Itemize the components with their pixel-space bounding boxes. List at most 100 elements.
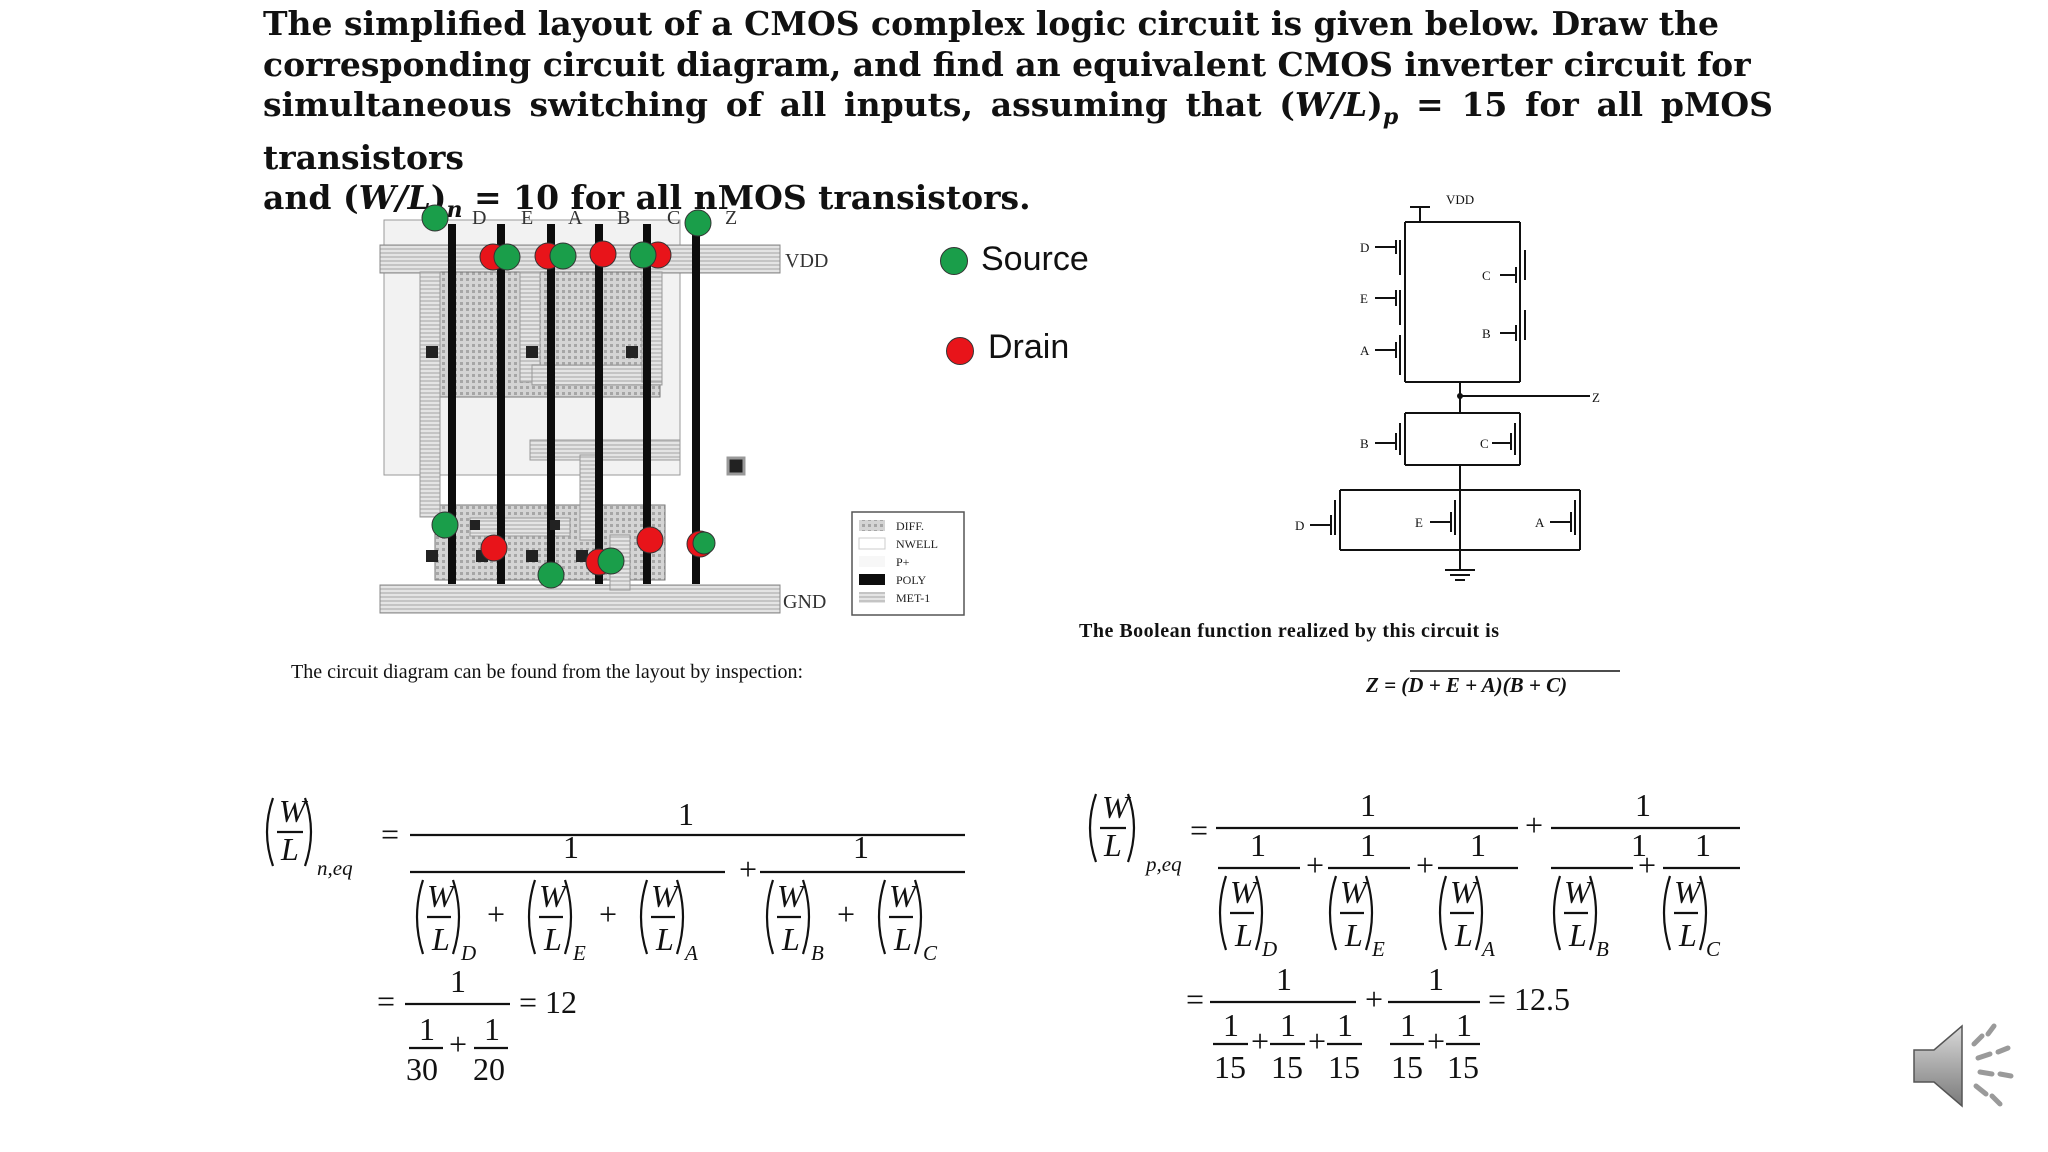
layout-label-Z: Z bbox=[725, 207, 737, 229]
cmos-layout-figure: D E A B C Z VDD GND DIFF. NWELL P+ POLY … bbox=[379, 204, 965, 616]
layout-label-A: A bbox=[568, 207, 583, 229]
svg-text:W: W bbox=[539, 878, 569, 914]
schematic-vdd-label: VDD bbox=[1446, 192, 1474, 207]
svg-text:1: 1 bbox=[1250, 827, 1266, 863]
svg-text:D: D bbox=[460, 941, 476, 965]
svg-text:1: 1 bbox=[1280, 1007, 1296, 1043]
key-diff: DIFF. bbox=[896, 519, 924, 533]
drain-marker bbox=[589, 240, 617, 268]
problem-statement: The simplified layout of a CMOS complex … bbox=[263, 4, 1773, 231]
gnd-rail bbox=[379, 584, 781, 614]
svg-text:1: 1 bbox=[1456, 1007, 1472, 1043]
schematic-label-B-p: B bbox=[1482, 326, 1491, 341]
svg-text:L: L bbox=[781, 921, 800, 957]
svg-text:D: D bbox=[1261, 937, 1277, 961]
source-marker bbox=[597, 547, 625, 575]
svg-text:1: 1 bbox=[1400, 1007, 1416, 1043]
svg-text:L: L bbox=[1454, 917, 1473, 953]
svg-text:+: + bbox=[739, 851, 757, 887]
key-pplus: P+ bbox=[896, 555, 910, 569]
layout-label-E: E bbox=[521, 207, 533, 229]
svg-text:B: B bbox=[811, 941, 824, 965]
source-marker bbox=[421, 204, 449, 232]
source-legend-dot bbox=[940, 247, 968, 275]
svg-text:L: L bbox=[655, 921, 674, 957]
svg-text:A: A bbox=[1480, 937, 1495, 961]
svg-text:1: 1 bbox=[1470, 827, 1486, 863]
p-denom-1: 15 bbox=[1214, 1049, 1246, 1085]
svg-text:1: 1 bbox=[1635, 787, 1651, 823]
p-denom-5: 15 bbox=[1447, 1049, 1479, 1085]
svg-text:1: 1 bbox=[1276, 961, 1292, 997]
speaker-icon[interactable] bbox=[1908, 1018, 2018, 1113]
layer-key: DIFF. NWELL P+ POLY MET-1 bbox=[851, 511, 965, 616]
svg-text:1: 1 bbox=[678, 796, 694, 832]
svg-text:L: L bbox=[1678, 917, 1697, 953]
svg-text:W: W bbox=[889, 878, 919, 914]
svg-text:+: + bbox=[1308, 1023, 1326, 1059]
schematic-label-E-p: E bbox=[1360, 291, 1368, 306]
p-denom-2: 15 bbox=[1271, 1049, 1303, 1085]
poly-gate-C bbox=[643, 224, 651, 584]
problem-line-4: and (W/L)n = 10 for all nMOS transistors… bbox=[263, 178, 1031, 223]
key-poly: POLY bbox=[896, 573, 926, 587]
schematic-label-D-n: D bbox=[1295, 518, 1304, 533]
problem-line-3: simultaneous switching of all inputs, as… bbox=[263, 85, 1773, 177]
p-denom-4: 15 bbox=[1391, 1049, 1423, 1085]
svg-text:+: + bbox=[1251, 1023, 1269, 1059]
svg-text:+: + bbox=[1638, 847, 1656, 883]
svg-text:=: = bbox=[1186, 981, 1204, 1017]
source-marker bbox=[493, 243, 521, 271]
p-eq-label: p,eq bbox=[1144, 852, 1182, 876]
svg-text:W: W bbox=[1340, 874, 1370, 910]
svg-text:+: + bbox=[837, 896, 855, 932]
schematic-label-A-n: A bbox=[1535, 515, 1545, 530]
svg-text:1: 1 bbox=[563, 829, 579, 865]
layout-caption: The circuit diagram can be found from th… bbox=[291, 661, 804, 683]
svg-text:L: L bbox=[280, 831, 299, 867]
svg-text:+: + bbox=[1306, 847, 1324, 883]
svg-text:W: W bbox=[279, 793, 309, 829]
svg-text:1: 1 bbox=[1695, 827, 1711, 863]
svg-text:B: B bbox=[1596, 937, 1609, 961]
svg-text:Z = (D + E + A)(B + C): Z = (D + E + A)(B + C) bbox=[1365, 673, 1567, 697]
schematic-label-A-p: A bbox=[1360, 343, 1370, 358]
svg-text:W: W bbox=[651, 878, 681, 914]
svg-text:L: L bbox=[543, 921, 562, 957]
svg-text:+: + bbox=[599, 896, 617, 932]
boolean-function: Z = (D + E + A)(B + C) bbox=[1365, 670, 1620, 697]
svg-text:1: 1 bbox=[484, 1011, 500, 1047]
svg-text:E: E bbox=[1371, 937, 1385, 961]
svg-text:=: = bbox=[381, 816, 399, 852]
n-eq-label: n,eq bbox=[317, 856, 353, 880]
n-denom-20: 20 bbox=[473, 1051, 505, 1087]
drain-legend-label: Drain bbox=[988, 328, 1070, 366]
poly-gate-D bbox=[448, 224, 456, 584]
svg-text:1: 1 bbox=[853, 829, 869, 865]
schematic-label-B-n: B bbox=[1360, 436, 1369, 451]
svg-text:+: + bbox=[487, 896, 505, 932]
p-eq-result: = 12.5 bbox=[1488, 981, 1570, 1017]
source-marker bbox=[629, 241, 657, 269]
svg-text:1: 1 bbox=[419, 1011, 435, 1047]
problem-line-1: The simplified layout of a CMOS complex … bbox=[263, 4, 1719, 43]
svg-text:L: L bbox=[893, 921, 912, 957]
svg-text:1: 1 bbox=[1631, 827, 1647, 863]
source-drain-markers bbox=[421, 204, 716, 589]
layout-label-B: B bbox=[617, 207, 630, 229]
output-Z-line bbox=[692, 224, 700, 584]
transistor-schematic: VDD Z D E A C B B C D E A bbox=[1295, 192, 1600, 581]
key-met1: MET-1 bbox=[896, 591, 930, 605]
equation-p-eq: WL p,eq = 1 + 1 1 + 1 + 1 1 1 + 1 WLD WL… bbox=[1088, 787, 1740, 1085]
svg-text:W: W bbox=[427, 878, 457, 914]
svg-text:W: W bbox=[1674, 874, 1704, 910]
svg-text:W: W bbox=[1564, 874, 1594, 910]
source-marker bbox=[431, 511, 459, 539]
svg-text:W: W bbox=[1102, 789, 1132, 825]
poly-gate-A bbox=[547, 224, 555, 584]
schematic-label-E-n: E bbox=[1415, 515, 1423, 530]
source-marker bbox=[537, 561, 565, 589]
svg-text:+: + bbox=[1416, 847, 1434, 883]
svg-text:=: = bbox=[377, 983, 395, 1019]
